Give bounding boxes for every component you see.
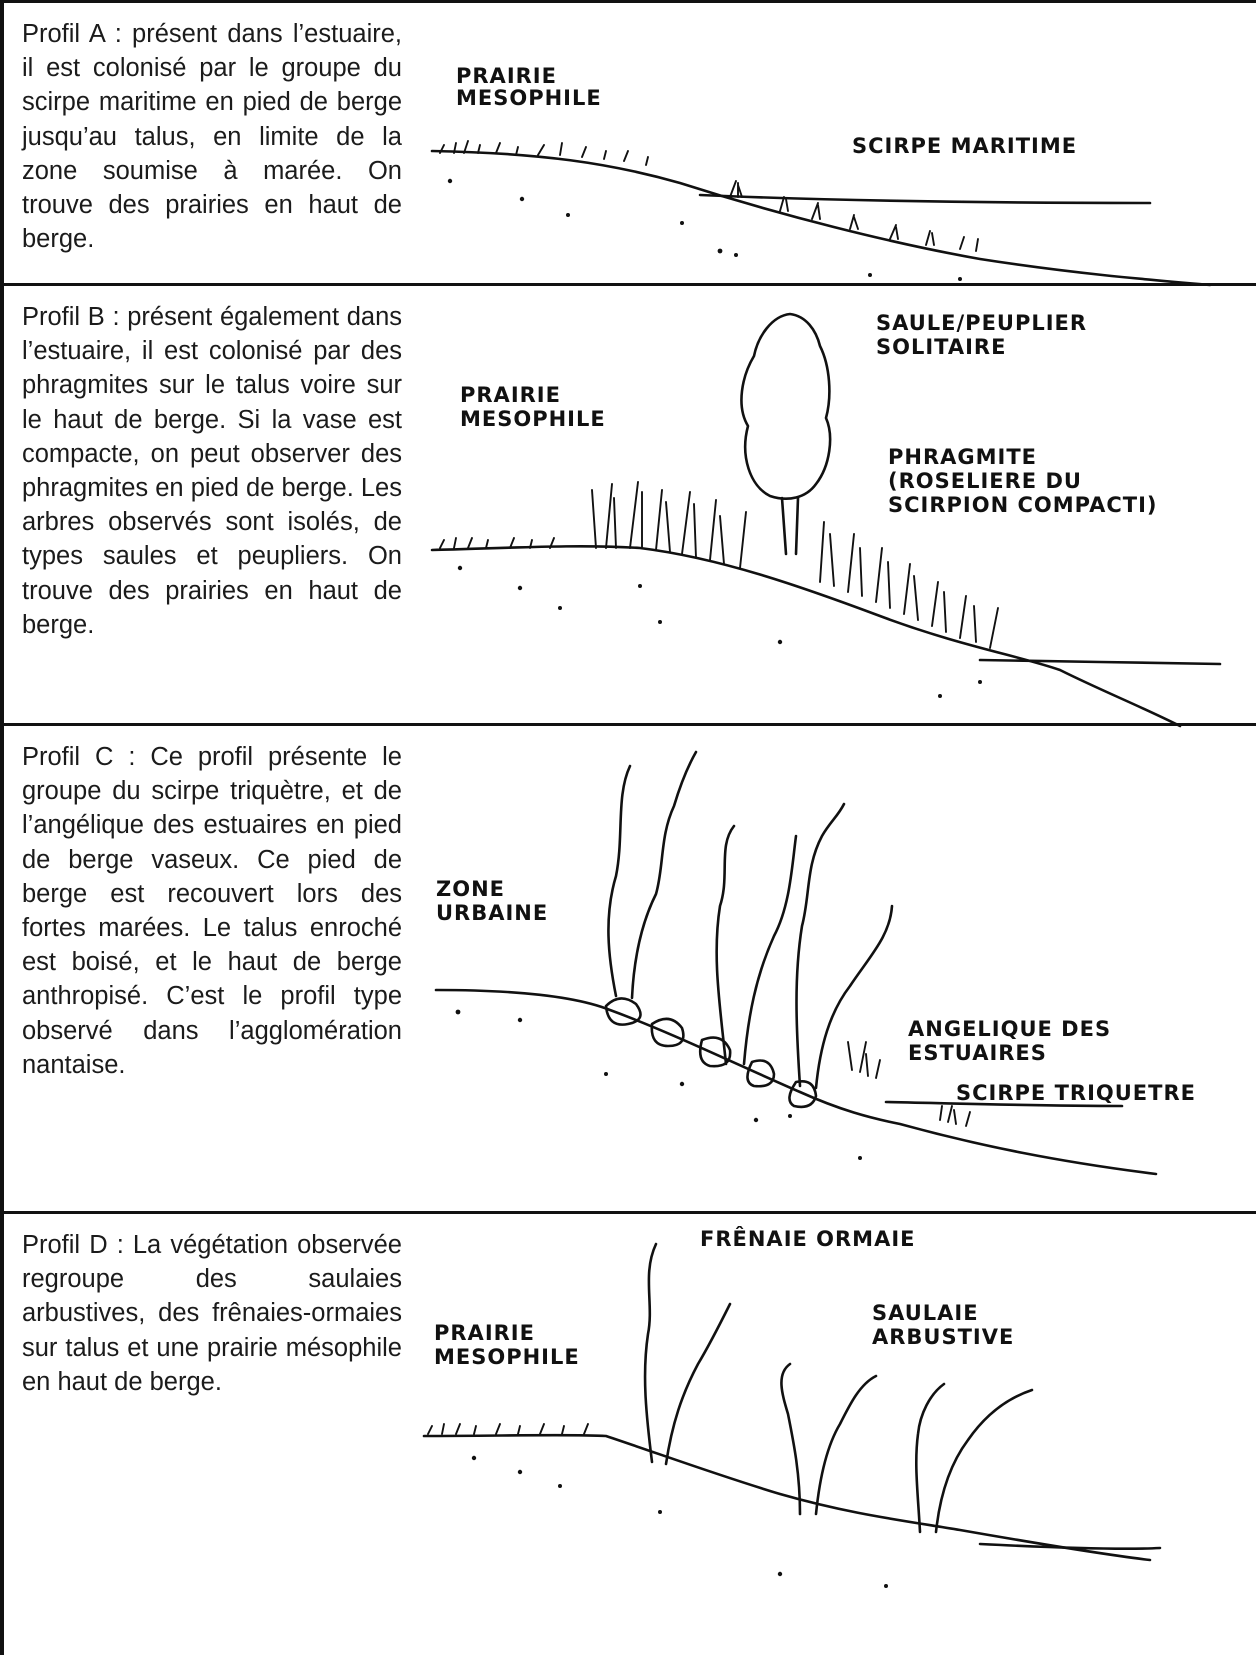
- profile-b-description: Profil B : présent également dans l’estu…: [22, 300, 402, 642]
- water-line: [700, 195, 1150, 203]
- row-border: [0, 3, 4, 283]
- scirpe-tufts: [730, 181, 978, 251]
- tree-right: [797, 804, 893, 1088]
- tree-left: [608, 752, 696, 998]
- scirpe-triquetre-plants: [940, 1106, 970, 1126]
- label-urbaine: URBAINE: [436, 901, 548, 925]
- label-frenaie-ormaie: FRÊNAIE ORMAIE: [700, 1226, 916, 1251]
- profile-row-c: Profil C : Ce profil présente le groupe …: [0, 723, 1256, 1211]
- label-mesophile: MESOPHILE: [460, 407, 606, 431]
- label-saule-peuplier: SAULE/PEUPLIER: [876, 311, 1087, 335]
- water-line: [980, 660, 1220, 664]
- label-angelique: ANGELIQUE DES: [908, 1017, 1111, 1041]
- profile-row-b: Profil B : présent également dans l’estu…: [0, 283, 1256, 723]
- profile-c-description: Profil C : Ce profil présente le groupe …: [22, 740, 402, 1082]
- label-scirpion: SCIRPION COMPACTI): [888, 493, 1158, 517]
- grass-tufts: [428, 1424, 588, 1434]
- label-roseliere: (ROSELIERE DU: [888, 469, 1082, 493]
- profile-a-sketch: PRAIRIE MESOPHILE SCIRPE MARITIME: [420, 3, 1256, 286]
- profile-row-a: Profil A : présent dans l’estuaire, il e…: [0, 0, 1256, 283]
- label-mesophile: MESOPHILE: [434, 1345, 580, 1369]
- label-estuaires: ESTUAIRES: [908, 1041, 1047, 1065]
- row-border: [0, 286, 4, 723]
- profile-d-drawing: FRÊNAIE ORMAIE SAULAIE ARBUSTIVE PRAIRIE…: [420, 1214, 1256, 1658]
- frenaie-tree: [645, 1244, 730, 1464]
- label-saulaie: SAULAIE: [872, 1301, 979, 1325]
- label-solitaire: SOLITAIRE: [876, 335, 1006, 359]
- row-border: [0, 726, 4, 1211]
- label-scirpe-maritime: SCIRPE MARITIME: [852, 134, 1077, 158]
- profile-row-d: Profil D : La végétation observée regrou…: [0, 1211, 1256, 1655]
- profile-c-sketch: ZONE URBAINE ANGELIQUE DES ESTUAIRES SCI…: [420, 726, 1256, 1214]
- saulaie-shrub-left: [781, 1364, 876, 1514]
- label-zone: ZONE: [436, 877, 505, 901]
- profile-c-drawing: ZONE URBAINE ANGELIQUE DES ESTUAIRES SCI…: [420, 726, 1256, 1214]
- water-line: [980, 1544, 1160, 1549]
- tree-middle: [717, 826, 796, 1064]
- angelique-plants: [848, 1042, 880, 1078]
- profile-d-description: Profil D : La végétation observée regrou…: [22, 1228, 402, 1399]
- bank-profile: [432, 546, 1180, 726]
- tree-trunk: [782, 498, 798, 554]
- label-prairie: PRAIRIE: [456, 64, 557, 88]
- label-prairie: PRAIRIE: [460, 383, 561, 407]
- profile-b-drawing: SAULE/PEUPLIER SOLITAIRE PRAIRIE MESOPHI…: [420, 286, 1256, 726]
- profile-a-drawing: PRAIRIE MESOPHILE SCIRPE MARITIME: [420, 3, 1256, 286]
- saulaie-shrub-right: [916, 1384, 1032, 1532]
- bank-profile: [432, 151, 1210, 285]
- label-phragmite: PHRAGMITE: [888, 445, 1037, 469]
- tree-crown: [741, 314, 830, 499]
- label-arbustive: ARBUSTIVE: [872, 1325, 1014, 1349]
- label-mesophile: MESOPHILE: [456, 86, 602, 110]
- bank-profile: [424, 1435, 1150, 1560]
- row-border: [0, 1214, 4, 1655]
- profile-d-sketch: FRÊNAIE ORMAIE SAULAIE ARBUSTIVE PRAIRIE…: [420, 1214, 1256, 1658]
- label-scirpe-triquetre: SCIRPE TRIQUETRE: [956, 1081, 1196, 1105]
- label-prairie: PRAIRIE: [434, 1321, 535, 1345]
- profile-a-description: Profil A : présent dans l’estuaire, il e…: [22, 17, 402, 256]
- profile-b-sketch: SAULE/PEUPLIER SOLITAIRE PRAIRIE MESOPHI…: [420, 286, 1256, 726]
